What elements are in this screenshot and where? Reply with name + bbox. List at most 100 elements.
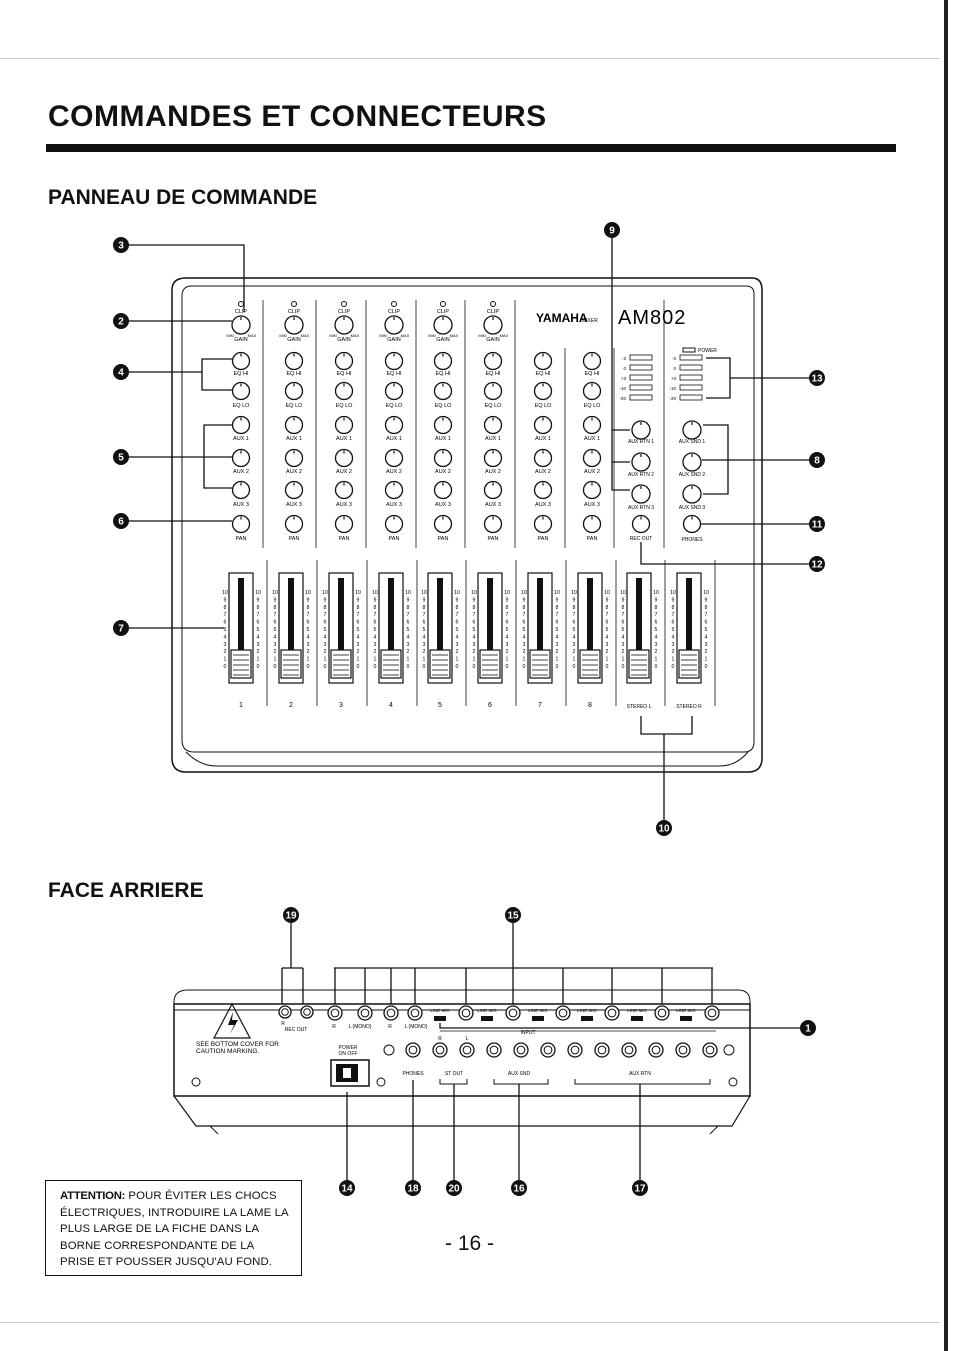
ch8-aux3-knob (582, 480, 602, 500)
fader-9-scale-r-2: 8 (655, 605, 658, 611)
callout-5-number: 5 (118, 453, 124, 464)
ch8-aux2-label: AUX 2 (584, 469, 600, 475)
fader-1-scale-r-10: 0 (257, 664, 260, 670)
rec-out-label: REC OUT (630, 536, 653, 542)
channel-number-6: 6 (488, 702, 492, 709)
line-mic-label-5: LINE MIC (627, 1008, 647, 1013)
input-jack-9 (654, 1005, 670, 1021)
bottom-rule (0, 1322, 940, 1323)
fader-3-scale-r-1: 9 (357, 597, 360, 603)
fader-10-scale-l-9: 1 (672, 657, 675, 663)
ch2-max-label: MAX (301, 333, 310, 338)
ch3-aux1-knob (334, 415, 354, 435)
fader-7-scale-l-0: 10 (521, 590, 527, 596)
fader-6-frame (477, 572, 503, 684)
ch6-eq-lo-knob (483, 381, 503, 401)
callout-1 (800, 1020, 816, 1036)
callout-13-number: 13 (811, 374, 823, 385)
input-jack-2-inner (360, 1008, 370, 1018)
meter-l-scale-3: -10 (619, 386, 626, 391)
fader-3-scale-l-5: 5 (324, 627, 327, 633)
fader-2-scale-r-9: 1 (307, 657, 310, 663)
fader-2-scale-r-3: 7 (307, 612, 310, 618)
input-jack-7-inner (558, 1008, 568, 1018)
fader-3-scale-r-9: 1 (357, 657, 360, 663)
rear-jack-10-inner (651, 1045, 661, 1055)
ch6-gain-label: GAIN (486, 337, 499, 343)
fader-5-scale-l-6: 4 (423, 634, 426, 640)
input-jack-9-inner (657, 1008, 667, 1018)
fader-4-scale-l-7: 3 (374, 642, 377, 648)
fader-3-cap (330, 649, 352, 679)
rear-jack-11 (675, 1042, 691, 1058)
fader-1-scale-l-6: 4 (224, 634, 227, 640)
stereo-r-label: STEREO R (676, 704, 702, 710)
aux-snd3-knob (682, 484, 702, 504)
fader-8-scale-r-6: 4 (606, 634, 609, 640)
rear-jack-5 (513, 1042, 529, 1058)
fader-2-scale-r-2: 8 (307, 605, 310, 611)
ch5-clip-label: CLIP (437, 309, 450, 315)
ch6-pan-label: PAN (488, 536, 499, 542)
ch6-aux1-knob (483, 415, 503, 435)
fader-5-scale-r-10: 0 (456, 664, 459, 670)
fader-4-scale-r-8: 2 (407, 649, 410, 655)
fader-1-frame (228, 572, 254, 684)
callout-18 (405, 1180, 421, 1196)
fader-5-scale-r-0: 10 (454, 590, 460, 596)
fader-3-scale-r-2: 8 (357, 605, 360, 611)
fader-5-scale-l-0: 10 (421, 590, 427, 596)
screw-icon (723, 1044, 735, 1056)
st-out-label: ST OUT (445, 1071, 463, 1077)
fader-2-scale-l-9: 1 (274, 657, 277, 663)
callout-11-number: 11 (812, 520, 823, 531)
ch3-clip-led (341, 301, 347, 307)
line-mic-label-2: LINE MIC (477, 1008, 497, 1013)
ch4-aux1-label: AUX 1 (386, 436, 402, 442)
meter-r-scale-1: 0 (673, 366, 676, 371)
rear-jack-12 (702, 1042, 718, 1058)
line-mic-switch-5 (631, 1016, 643, 1021)
ch2-aux2-label: AUX 2 (286, 469, 302, 475)
callout-3-number: 3 (118, 241, 124, 252)
input-jack-5 (458, 1005, 474, 1021)
ch8-aux3-label: AUX 3 (584, 502, 600, 508)
fader-10-scale-r-8: 2 (705, 649, 708, 655)
line-mic-switch-4 (581, 1016, 593, 1021)
fader-7-scale-l-3: 7 (523, 612, 526, 618)
ch4-gain-label: GAIN (387, 337, 400, 343)
fader-9-scale-r-6: 4 (655, 634, 658, 640)
fader-6-scale-r-9: 1 (506, 657, 509, 663)
title-underline (46, 144, 896, 152)
fader-6-scale-r-1: 9 (506, 597, 509, 603)
rear-heading: FACE ARRIERE (48, 879, 204, 902)
ch2-gain-knob (284, 315, 304, 335)
ch3-eq-lo-knob (334, 381, 354, 401)
ch3-eq-hi-label: EQ HI (337, 371, 352, 377)
aux-rtn1-knob (631, 420, 651, 440)
fader-8-scale-r-1: 9 (606, 597, 609, 603)
aux-snd3-label: AUX SND 3 (679, 505, 706, 511)
fader-7-scale-l-9: 1 (523, 657, 526, 663)
meter-l-led-3 (629, 384, 653, 391)
leader-1 (439, 1023, 800, 1029)
fader-4-scale-r-7: 3 (407, 642, 410, 648)
fader-5-scale-r-2: 8 (456, 605, 459, 611)
fader-5-scale-r-9: 1 (456, 657, 459, 663)
ch4-min-label: MIN (379, 333, 386, 338)
fader-6-scale-l-9: 1 (473, 657, 476, 663)
fader-6-scale-l-4: 6 (473, 620, 476, 626)
screw-icon (728, 1077, 738, 1087)
rear-jack-4-inner (489, 1045, 499, 1055)
meter-r-scale-4: -20 (669, 396, 676, 401)
caution-text-2: CAUTION MARKING. (196, 1048, 259, 1055)
ch2-aux3-knob (284, 480, 304, 500)
ch5-aux3-knob (433, 480, 453, 500)
fader-9-scale-l-5: 5 (622, 627, 625, 633)
ch6-clip-label: CLIP (487, 309, 500, 315)
ch1-eq-hi-knob (231, 351, 251, 371)
fader-6-scale-r-0: 10 (504, 590, 510, 596)
fader-7-scale-r-3: 7 (556, 612, 559, 618)
